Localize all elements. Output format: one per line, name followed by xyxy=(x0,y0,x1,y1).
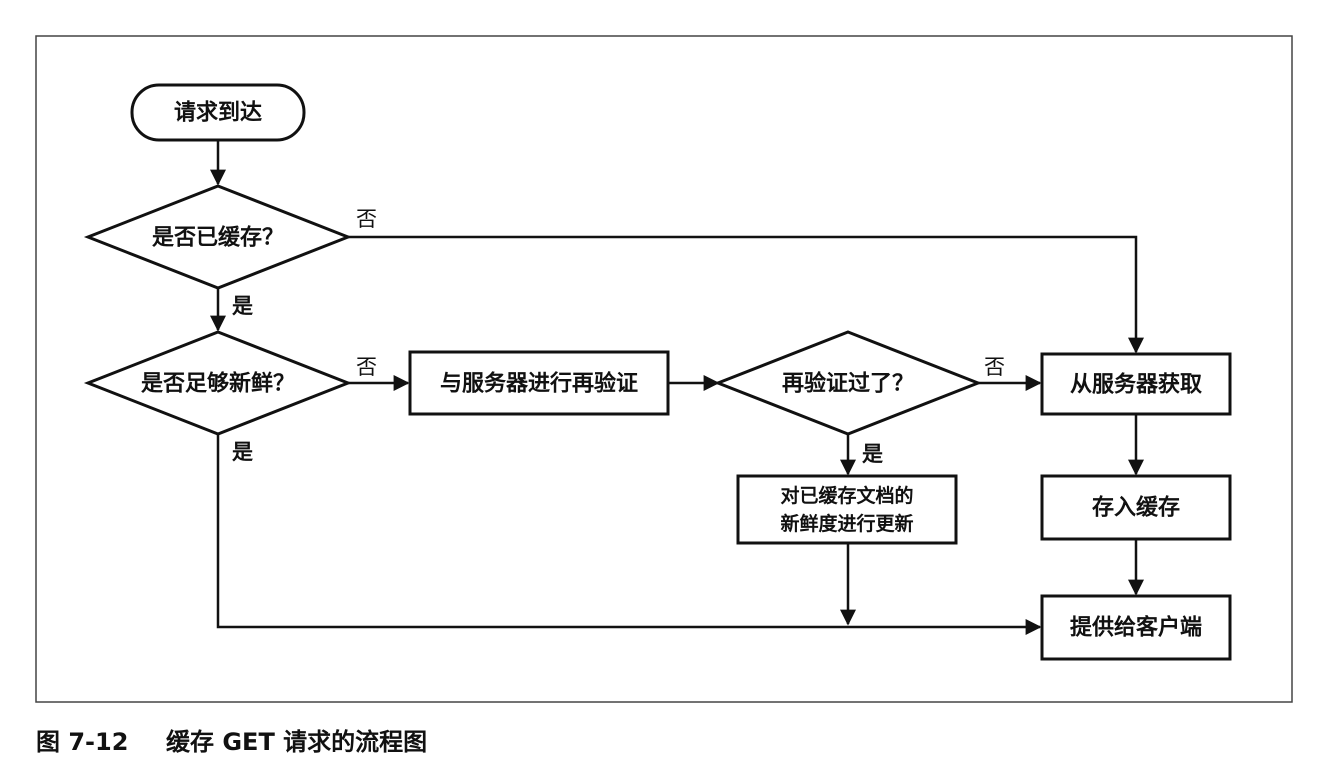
edge-label-fresh-yes: 是 xyxy=(232,440,253,464)
node-fetch-from-server-label: 从服务器获取 xyxy=(1070,373,1202,398)
node-request-arrives-label: 请求到达 xyxy=(174,100,262,126)
node-store-in-cache-label: 存入缓存 xyxy=(1092,495,1180,521)
edge-label-cached-no: 否 xyxy=(356,207,377,231)
edge-cached-no-to-fetch xyxy=(348,235,1144,354)
node-serve-to-client xyxy=(1040,594,1232,661)
node-revalidate-label: 与服务器进行再验证 xyxy=(440,371,638,397)
edge-label-revalidated-no: 否 xyxy=(984,355,1005,379)
edge-label-revalidated-yes: 是 xyxy=(862,442,883,466)
node-is-cached-label: 是否已缓存？ xyxy=(152,225,284,251)
node-update-freshness-label-line1: 对已缓存文档的 xyxy=(780,484,913,507)
node-update-freshness xyxy=(736,474,958,545)
node-is-cached xyxy=(83,184,353,290)
diagram-frame xyxy=(35,35,1293,703)
node-fetch-from-server xyxy=(1040,352,1232,416)
node-is-fresh xyxy=(83,330,353,436)
edge-label-cached-yes: 是 xyxy=(232,294,253,318)
node-request-arrives xyxy=(130,83,306,142)
node-store-in-cache xyxy=(1040,474,1232,541)
node-revalidate xyxy=(408,350,670,416)
node-serve-to-client-label: 提供给客户端 xyxy=(1070,615,1202,641)
edge-fresh-yes-to-serve xyxy=(216,434,1042,635)
edge-label-fresh-no: 否 xyxy=(356,355,377,379)
figure-title: 缓存 GET 请求的流程图 xyxy=(166,728,427,756)
figure-number: 图 7-12 xyxy=(36,728,128,756)
node-is-fresh-label: 是否足够新鲜？ xyxy=(141,371,295,397)
node-revalidated-label: 再验证过了？ xyxy=(782,371,914,397)
node-update-freshness-label-line2: 新鲜度进行更新 xyxy=(780,512,913,535)
node-revalidated xyxy=(713,330,983,436)
